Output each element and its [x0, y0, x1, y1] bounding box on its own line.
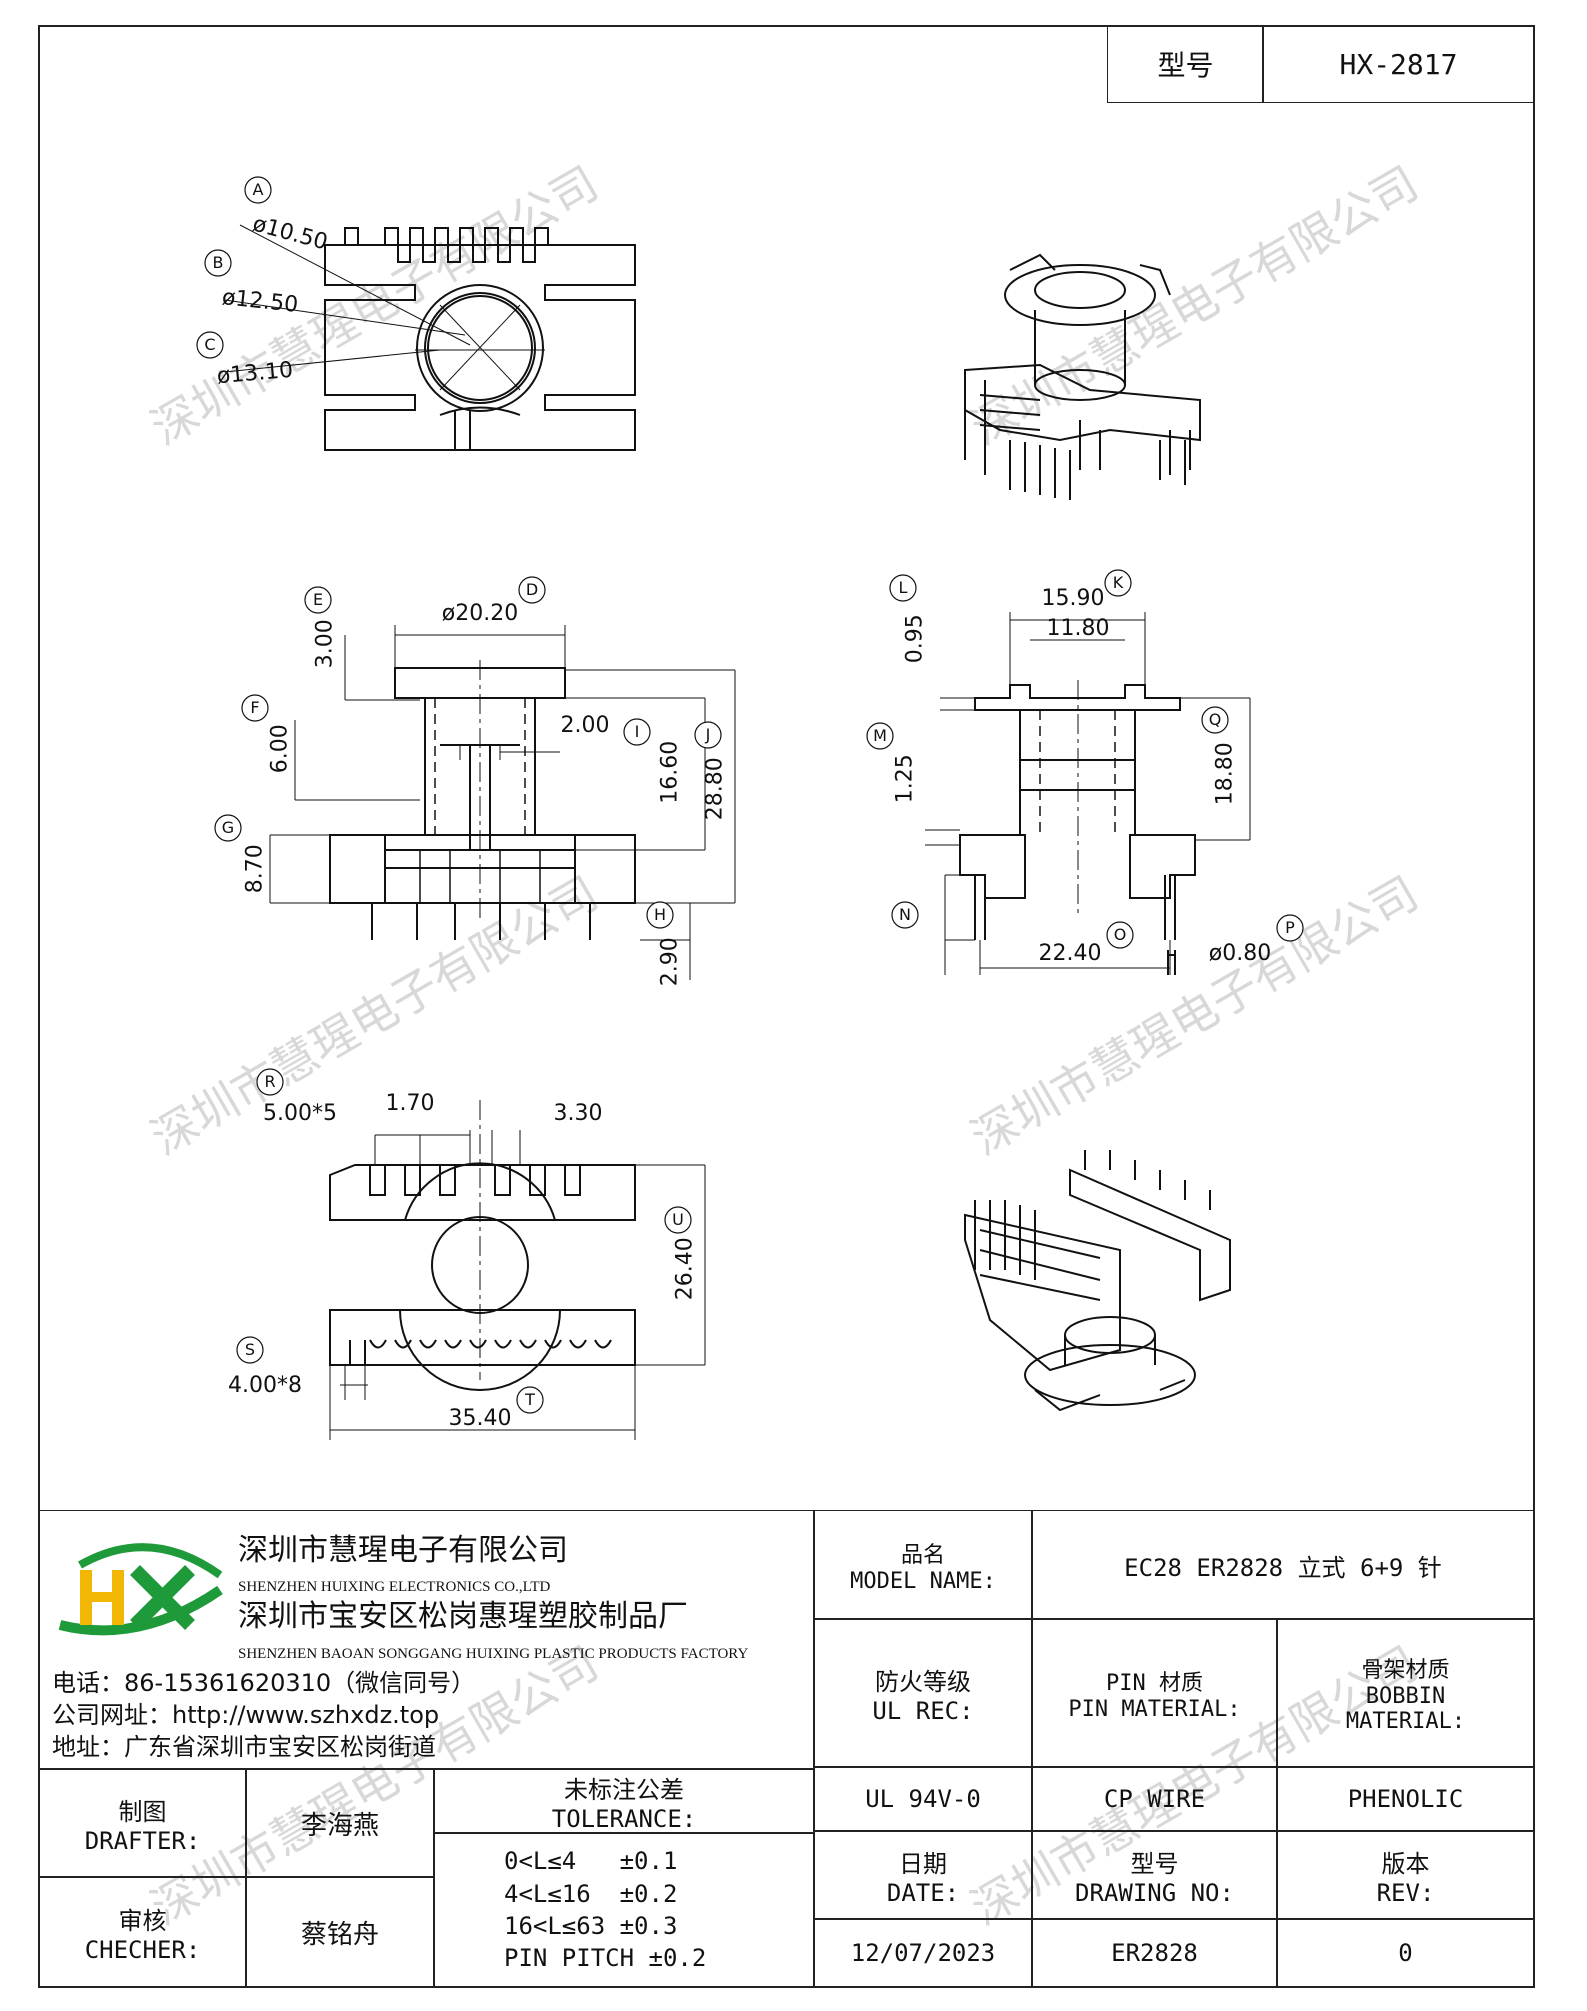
- ul-rec-value: UL 94V-0: [813, 1766, 1033, 1832]
- company-phone: 电话：86-15361620310（微信同号）: [52, 1669, 476, 1697]
- callout-G: G: [221, 818, 235, 837]
- callout-F: F: [250, 698, 260, 717]
- dim-K-value: 15.90: [1041, 586, 1105, 611]
- company-name-cn: 深圳市慧瑆电子有限公司: [238, 1533, 568, 1568]
- dim-L-value: 0.95: [902, 614, 928, 664]
- bottom-view: [329, 1100, 706, 1440]
- dim-H-value: 2.90: [657, 937, 683, 987]
- dim-G-value: 8.70: [242, 844, 268, 894]
- callout-J: J: [705, 725, 711, 744]
- dim-R3-value: 3.30: [553, 1101, 603, 1126]
- callout-P: P: [1285, 918, 1295, 937]
- dim-O-value: 22.40: [1038, 941, 1102, 966]
- dim-P-value: ø0.80: [1208, 941, 1272, 966]
- model-name-value: EC28 ER2828 立式 6+9 针: [1031, 1510, 1535, 1620]
- company-logo: [58, 1543, 223, 1636]
- dim-R-value: 5.00*5: [263, 1101, 337, 1126]
- callout-C: C: [204, 335, 216, 354]
- dim-U-value: 26.40: [672, 1237, 698, 1301]
- dim-E-value: 3.00: [312, 619, 338, 669]
- drafter-name: 李海燕: [245, 1768, 435, 1878]
- dim-R2-value: 1.70: [385, 1091, 435, 1116]
- dim-Q-value: 18.80: [1212, 742, 1238, 806]
- callout-H: H: [653, 905, 667, 924]
- callout-U: U: [672, 1210, 684, 1229]
- callout-B: B: [212, 253, 224, 272]
- dim-M-value: 1.25: [892, 754, 918, 804]
- checker-name: 蔡铭舟: [245, 1876, 435, 1988]
- dim-I-value: 2.00: [560, 713, 610, 738]
- callout-T: T: [525, 1390, 535, 1409]
- top-view: [224, 224, 636, 451]
- company-name-en: SHENZHEN HUIXING ELECTRONICS CO.,LTD: [238, 1579, 551, 1595]
- callout-R: R: [264, 1072, 276, 1091]
- company-address: 地址：广东省深圳市宝安区松岗街道: [52, 1733, 436, 1761]
- callout-D: D: [525, 580, 539, 599]
- dim-F-value: 6.00: [267, 724, 293, 774]
- iso-view-1: [964, 253, 1201, 500]
- rev-value: 0: [1276, 1918, 1535, 1988]
- side-view: [925, 612, 1251, 975]
- factory-name-cn: 深圳市宝安区松岗惠瑆塑胶制品厂: [238, 1599, 688, 1634]
- dim-D-value: ø20.20: [441, 601, 519, 626]
- bobbin-material-value: PHENOLIC: [1276, 1766, 1535, 1832]
- header-model-label: 型号: [1107, 25, 1264, 103]
- iso-view-2: [964, 1150, 1231, 1412]
- callout-Q: Q: [1208, 710, 1222, 729]
- dim-T-value: 35.40: [448, 1406, 512, 1431]
- header-model-value: HX-2817: [1262, 25, 1535, 103]
- callout-M: M: [873, 726, 887, 745]
- dim-S-value: 4.00*8: [228, 1373, 302, 1398]
- company-block: [38, 1510, 815, 1770]
- dim-I2-value: 16.60: [657, 740, 683, 804]
- dim-J-value: 28.80: [702, 757, 728, 821]
- callout-S: S: [244, 1340, 256, 1359]
- callout-L: L: [898, 578, 908, 597]
- factory-name-en: SHENZHEN BAOAN SONGGANG HUIXING PLASTIC …: [238, 1646, 749, 1662]
- dim-K2-value: 11.80: [1046, 616, 1110, 641]
- callout-K: K: [1112, 573, 1124, 592]
- tolerance-values: 0<L≤4 ±0.1 4<L≤16 ±0.2 16<L≤63 ±0.3 PIN …: [433, 1832, 815, 1988]
- pin-material-value: CP WIRE: [1031, 1766, 1278, 1832]
- company-website: 公司网址：http://www.szhxdz.top: [52, 1701, 440, 1729]
- callout-O: O: [1113, 925, 1127, 944]
- callout-I: I: [634, 722, 640, 741]
- callout-E: E: [312, 590, 324, 609]
- date-value: 12/07/2023: [813, 1918, 1033, 1988]
- drawing-no-value: ER2828: [1031, 1918, 1278, 1988]
- callout-N: N: [899, 905, 911, 924]
- callout-A: A: [252, 180, 264, 199]
